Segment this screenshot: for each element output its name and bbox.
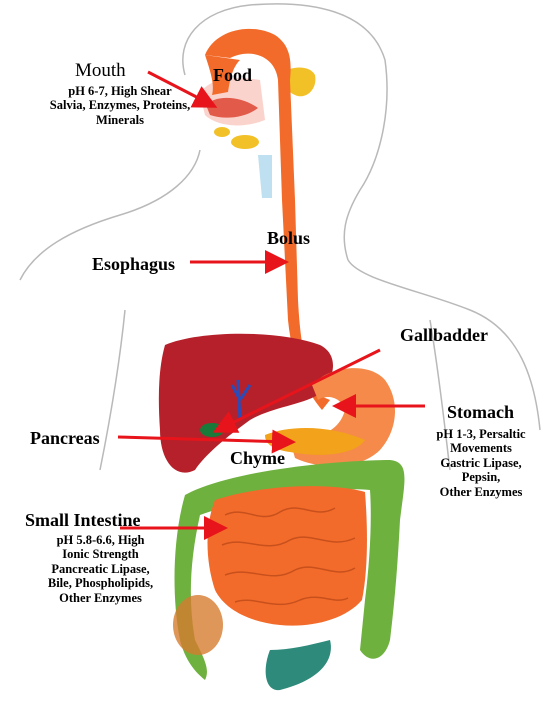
stomach-line-1: pH 1-3, Persaltic [417,427,545,441]
esophagus-label: Esophagus [92,254,175,275]
small-intestine [208,486,367,625]
rectum [266,640,331,690]
small-intestine-details: pH 5.8-6.6, High Ionic Strength Pancreat… [28,533,173,605]
pancreas-label: Pancreas [30,428,100,449]
small-intestine-line-2: Ionic Strength [28,547,173,561]
mouth-line-2: Salvia, Enzymes, Proteins, [40,98,200,112]
stomach-line-4: Pepsin, [417,470,545,484]
small-intestine-line-4: Bile, Phospholipids, [28,576,173,590]
food-label: Food [213,65,252,86]
sublingual-gland [231,135,259,149]
gallbladder-label: Gallbadder [400,325,488,346]
stomach-line-5: Other Enzymes [417,485,545,499]
mouth-line-3: Minerals [40,113,200,127]
small-intestine-title: Small Intestine [25,510,141,531]
small-intestine-line-1: pH 5.8-6.6, High [28,533,173,547]
small-intestine-line-5: Other Enzymes [28,591,173,605]
chyme-label: Chyme [230,448,285,469]
stomach-line-2: Movements [417,441,545,455]
stomach-title: Stomach [447,402,514,423]
stomach-line-3: Gastric Lipase, [417,456,545,470]
mouth-details: pH 6-7, High Shear Salvia, Enzymes, Prot… [40,84,200,127]
mouth-line-1: pH 6-7, High Shear [40,84,200,98]
stomach-details: pH 1-3, Persaltic Movements Gastric Lipa… [417,427,545,499]
appendix-region [173,595,223,655]
trachea [258,155,272,198]
bolus-label: Bolus [267,228,310,249]
small-intestine-line-3: Pancreatic Lipase, [28,562,173,576]
submandibular-gland [214,127,230,137]
mouth-title: Mouth [75,60,126,82]
